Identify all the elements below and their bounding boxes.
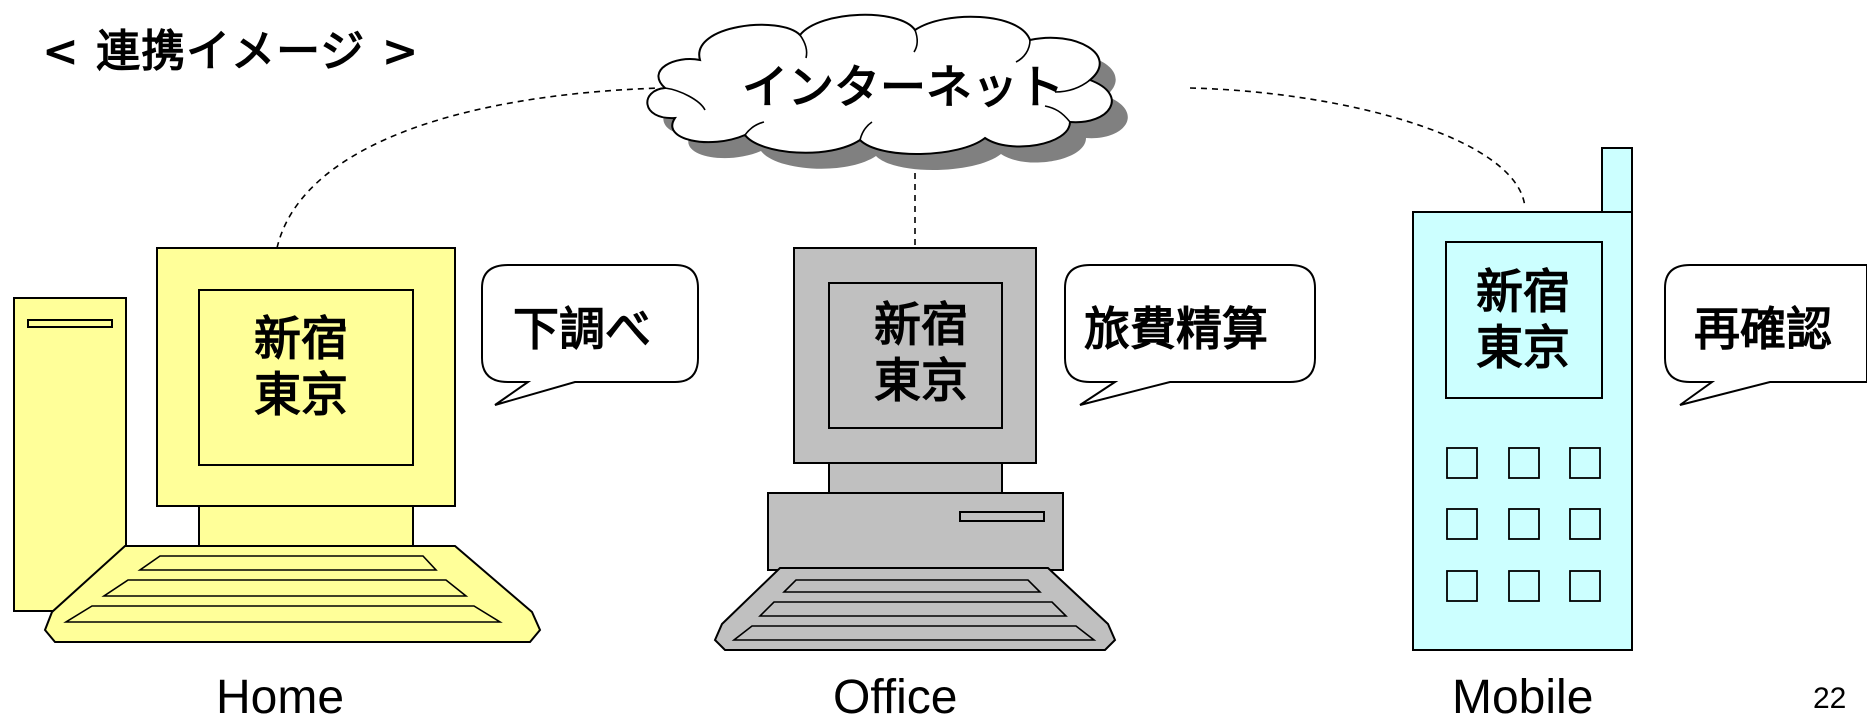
mobile-screen-line: 東京 — [1476, 321, 1570, 376]
mobile-key — [1508, 570, 1540, 602]
connection-mobile — [1189, 87, 1526, 209]
office-key-row — [782, 579, 1042, 593]
home-key-row — [63, 605, 503, 623]
mobile-screen-line: 新宿 — [1476, 265, 1570, 320]
home-screen-text: 新宿 東京 — [221, 312, 381, 424]
mobile-key — [1569, 570, 1601, 602]
connection-home — [276, 87, 661, 249]
cloud-curl — [859, 121, 873, 141]
mobile-key — [1569, 508, 1601, 540]
home-speech-text: 下調べ — [513, 302, 651, 356]
home-tower — [13, 297, 127, 612]
mobile-speech-text: 再確認 — [1694, 302, 1832, 356]
mobile-keypad — [1446, 447, 1601, 602]
home-key-row — [101, 579, 469, 597]
internet-label: インターネット — [742, 60, 1064, 114]
cloud-curl — [1054, 79, 1091, 93]
mobile-screen — [1445, 241, 1603, 399]
cloud-body — [646, 13, 1113, 155]
office-screen-text: 新宿 東京 — [841, 298, 1001, 410]
mobile-key — [1508, 447, 1540, 479]
mobile-key — [1446, 508, 1478, 540]
home-key-row — [137, 555, 438, 571]
office-monitor-screen — [828, 282, 1003, 429]
cloud-curl — [664, 87, 706, 111]
office-monitor-stand — [828, 462, 1003, 494]
home-monitor-stand — [198, 505, 414, 547]
mobile-antenna — [1601, 147, 1633, 213]
speech-bubbles — [481, 264, 1867, 406]
home-tower-slot — [27, 319, 113, 328]
mobile-key — [1569, 447, 1601, 479]
cloud-curl — [799, 34, 808, 59]
mobile-phone-icon — [1412, 147, 1633, 651]
cloud-icon — [646, 13, 1128, 171]
office-screen-line: 新宿 — [874, 298, 968, 353]
office-key-row — [731, 625, 1097, 641]
cloud-curl — [913, 29, 918, 53]
mobile-key — [1446, 447, 1478, 479]
mobile-caption: Mobile — [1452, 671, 1594, 724]
office-speech-bubble — [1064, 264, 1316, 406]
mobile-screen-text: 新宿 東京 — [1443, 265, 1603, 377]
cloud-curls — [664, 29, 1091, 141]
office-screen-line: 東京 — [874, 354, 968, 409]
home-speech-bubble — [481, 264, 699, 406]
slide-title: < 連携イメージ > — [42, 26, 420, 77]
mobile-speech-bubble — [1664, 264, 1867, 406]
mobile-key — [1446, 570, 1478, 602]
cloud-curl — [1044, 105, 1071, 123]
cloud-curl — [1015, 39, 1031, 63]
home-monitor-screen — [198, 289, 414, 466]
home-screen-line: 新宿 — [254, 312, 348, 367]
connection-lines — [276, 87, 1526, 249]
office-base-slot — [959, 511, 1045, 522]
mobile-key — [1508, 508, 1540, 540]
home-screen-line: 東京 — [254, 368, 348, 423]
cloud-curl — [744, 121, 765, 136]
office-speech-text: 旅費精算 — [1084, 302, 1268, 356]
office-caption: Office — [833, 671, 958, 724]
office-desktop-base — [767, 492, 1064, 571]
office-computer-icon — [713, 247, 1117, 651]
office-key-row — [758, 601, 1068, 617]
home-caption: Home — [216, 671, 345, 724]
home-computer-icon — [13, 247, 542, 643]
page-number: 22 — [1813, 682, 1847, 715]
